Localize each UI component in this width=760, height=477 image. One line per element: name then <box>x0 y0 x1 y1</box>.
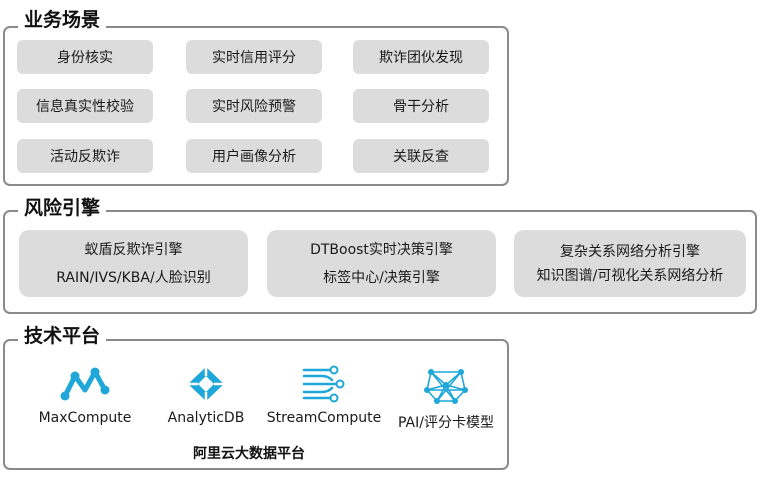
streamcompute-icon <box>302 365 345 403</box>
tech-item-pai: PAI/评分卡模型 <box>381 364 511 432</box>
tech-item-label: AnalyticDB <box>167 410 245 426</box>
maxcompute-icon <box>60 367 110 401</box>
tech-item-maxcompute: MaxCompute <box>20 364 150 426</box>
business-item: 欺诈团伙发现 <box>353 40 489 74</box>
tech-platform-frame <box>3 339 509 470</box>
risk-engine-item-name: DTBoost实时决策引擎 <box>310 241 453 258</box>
tech-item-label: StreamCompute <box>266 410 382 426</box>
risk-engine-title: 风险引擎 <box>18 196 107 220</box>
business-item: 身份核实 <box>17 40 153 74</box>
platform-label: 阿里云大数据平台 <box>193 446 305 462</box>
tech-platform-title: 技术平台 <box>18 324 107 348</box>
business-item: 用户画像分析 <box>186 139 322 173</box>
business-item: 活动反欺诈 <box>17 139 153 173</box>
risk-engine-item: 复杂关系网络分析引擎 知识图谱/可视化关系网络分析 <box>514 230 746 297</box>
tech-item-label: PAI/评分卡模型 <box>398 415 494 431</box>
risk-engine-item: DTBoost实时决策引擎 标签中心/决策引擎 <box>267 230 496 297</box>
analyticdb-icon <box>188 367 224 401</box>
tech-item-label: MaxCompute <box>38 410 132 426</box>
risk-engine-item-detail: 知识图谱/可视化关系网络分析 <box>536 267 724 284</box>
business-item: 关联反查 <box>353 139 489 173</box>
pai-network-icon <box>424 369 468 404</box>
risk-engine-item-detail: 标签中心/决策引擎 <box>323 269 440 286</box>
risk-engine-item-name: 蚁盾反欺诈引擎 <box>84 241 183 258</box>
tech-item-analyticdb: AnalyticDB <box>141 364 271 426</box>
risk-engine-item: 蚁盾反欺诈引擎 RAIN/IVS/KBA/人脸识别 <box>19 230 248 297</box>
business-item: 骨干分析 <box>353 89 489 123</box>
risk-engine-item-name: 复杂关系网络分析引擎 <box>560 243 700 260</box>
risk-engine-item-detail: RAIN/IVS/KBA/人脸识别 <box>56 269 211 286</box>
tech-item-streamcompute: StreamCompute <box>259 364 389 426</box>
business-scenarios-title: 业务场景 <box>18 8 107 32</box>
business-item: 实时风险预警 <box>186 89 322 123</box>
business-item: 实时信用评分 <box>186 40 322 74</box>
business-item: 信息真实性校验 <box>17 89 153 123</box>
